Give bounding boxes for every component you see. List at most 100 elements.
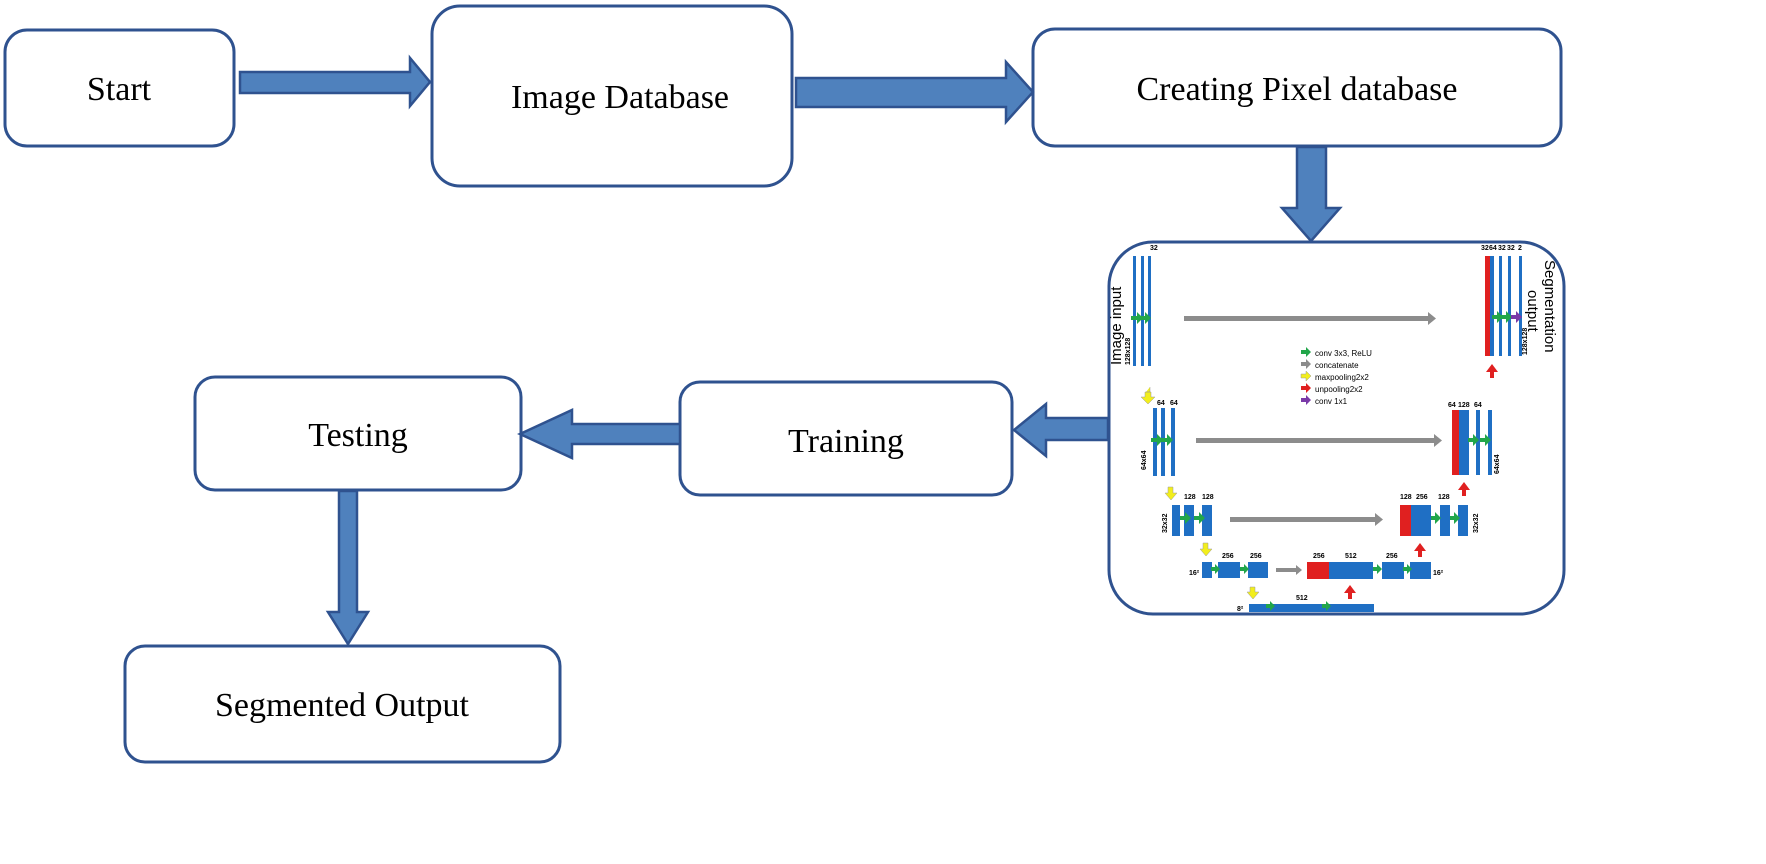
legend-label: conv 1x1 (1315, 397, 1348, 406)
concat-legend-icon (1301, 359, 1311, 369)
conv-arrow-icon (1211, 564, 1220, 574)
legend-label: concatenate (1315, 361, 1359, 370)
channel-label: 128 (1458, 402, 1470, 409)
channel-label: 64 (1489, 245, 1497, 252)
start-node: Start (3, 28, 236, 148)
segmented-output-node: Segmented Output (123, 644, 562, 764)
channel-label: 32 (1150, 245, 1158, 252)
concat-arrowhead-icon (1428, 312, 1436, 325)
maxpool-legend-icon (1300, 370, 1312, 382)
unet-frame (1107, 240, 1566, 616)
unpool-arrow-icon (1486, 364, 1498, 378)
unet-block (1490, 256, 1494, 356)
size-label: 32x32 (1162, 513, 1169, 533)
conv-arrow-icon (1501, 311, 1512, 323)
unet-diagram: 32 Image input 128x128 32 64 32 32 2 128… (1107, 240, 1566, 616)
legend-label: maxpooling2x2 (1315, 373, 1369, 382)
conv-arrow-icon (1322, 601, 1331, 611)
unet-output-label: Segmentation (1541, 260, 1558, 353)
conv-legend-icon (1301, 347, 1311, 357)
channel-label: 64 (1448, 402, 1456, 409)
unet-input-label: Image input (1108, 286, 1125, 365)
unet-concat-block (1307, 562, 1329, 579)
channel-label: 128 (1438, 494, 1450, 501)
maxpool-arrow-icon (1199, 542, 1213, 557)
pixel-database-label: Creating Pixel database (1136, 71, 1457, 108)
conv-arrow-icon (1468, 434, 1479, 446)
unet-block (1382, 562, 1404, 579)
unet-block (1440, 505, 1450, 536)
unet-concat-block (1485, 256, 1490, 356)
segmented-output-label: Segmented Output (215, 687, 470, 724)
size-label: 64x64 (1141, 450, 1148, 470)
conv1x1-legend-icon (1301, 395, 1311, 405)
conv-arrow-icon (1180, 512, 1191, 524)
conv-arrow-icon (1139, 312, 1151, 324)
unpool-arrow-icon (1344, 585, 1356, 599)
testing-node: Testing (193, 375, 523, 492)
arrow-testing-to-output (325, 489, 371, 647)
unpool-legend-icon (1301, 383, 1311, 393)
unet-block (1459, 410, 1469, 475)
conv-arrow-icon (1373, 564, 1382, 574)
channel-label: 64 (1170, 400, 1178, 407)
legend-label: conv 3x3, ReLU (1315, 349, 1372, 358)
unet-input-block (1133, 256, 1136, 366)
conv-arrow-icon (1161, 434, 1173, 446)
conv-arrow-icon (1151, 434, 1163, 446)
unet-block (1329, 562, 1373, 579)
arrow-image-to-pixel (794, 58, 1035, 126)
unet-legend: conv 3x3, ReLU concatenate maxpooling2x2… (1300, 347, 1372, 406)
start-label: Start (87, 71, 152, 108)
arrow-unet-to-training (1012, 401, 1110, 459)
channel-label: 256 (1416, 494, 1428, 501)
arrow-training-to-testing (517, 408, 682, 460)
unet-block (1171, 408, 1175, 476)
unet-block (1499, 256, 1502, 356)
arrow-pixel-to-unet (1279, 145, 1343, 243)
size-label: 16² (1189, 570, 1200, 577)
maxpool-arrow-icon (1140, 387, 1156, 405)
conv1x1-arrow-icon (1511, 311, 1522, 323)
channel-label: 32 (1481, 245, 1489, 252)
channel-label: 32 (1507, 245, 1515, 252)
image-database-label: Image Database (511, 79, 729, 116)
channel-label: 32 (1498, 245, 1506, 252)
conv-arrow-icon (1240, 564, 1249, 574)
channel-label: 128 (1202, 494, 1214, 501)
unet-block (1148, 256, 1151, 366)
unet-block (1218, 562, 1240, 578)
channel-label: 256 (1222, 553, 1234, 560)
unet-concat-block (1400, 505, 1411, 536)
size-label: 64x64 (1494, 454, 1501, 474)
channel-label: 512 (1296, 595, 1308, 602)
channel-label: 256 (1386, 553, 1398, 560)
size-label: 32x32 (1473, 513, 1480, 533)
unet-block (1202, 562, 1212, 578)
concat-arrowhead-icon (1375, 513, 1383, 526)
unet-block (1508, 256, 1511, 356)
size-label: 128x128 (1125, 338, 1132, 365)
channel-label: 256 (1313, 553, 1325, 560)
concat-arrowhead-icon (1434, 434, 1442, 447)
size-label: 8² (1237, 606, 1244, 613)
size-label: 16² (1433, 570, 1444, 577)
channel-label: 512 (1345, 553, 1357, 560)
unet-block (1411, 505, 1431, 536)
unpool-arrow-icon (1458, 482, 1470, 496)
concat-arrow-icon (1230, 517, 1375, 522)
unet-block (1141, 256, 1144, 366)
conv-arrow-icon (1480, 434, 1491, 446)
maxpool-arrow-icon (1164, 486, 1178, 501)
conv-arrow-icon (1403, 564, 1412, 574)
unet-output-block (1519, 256, 1522, 356)
unet-block (1202, 505, 1212, 536)
channel-label: 128 (1400, 494, 1412, 501)
unet-block (1458, 505, 1468, 536)
concat-arrowhead-icon (1296, 565, 1302, 575)
unet-concat-block (1452, 410, 1459, 475)
unet-block (1248, 562, 1268, 578)
conv-arrow-icon (1194, 512, 1205, 524)
unet-block (1172, 505, 1180, 536)
